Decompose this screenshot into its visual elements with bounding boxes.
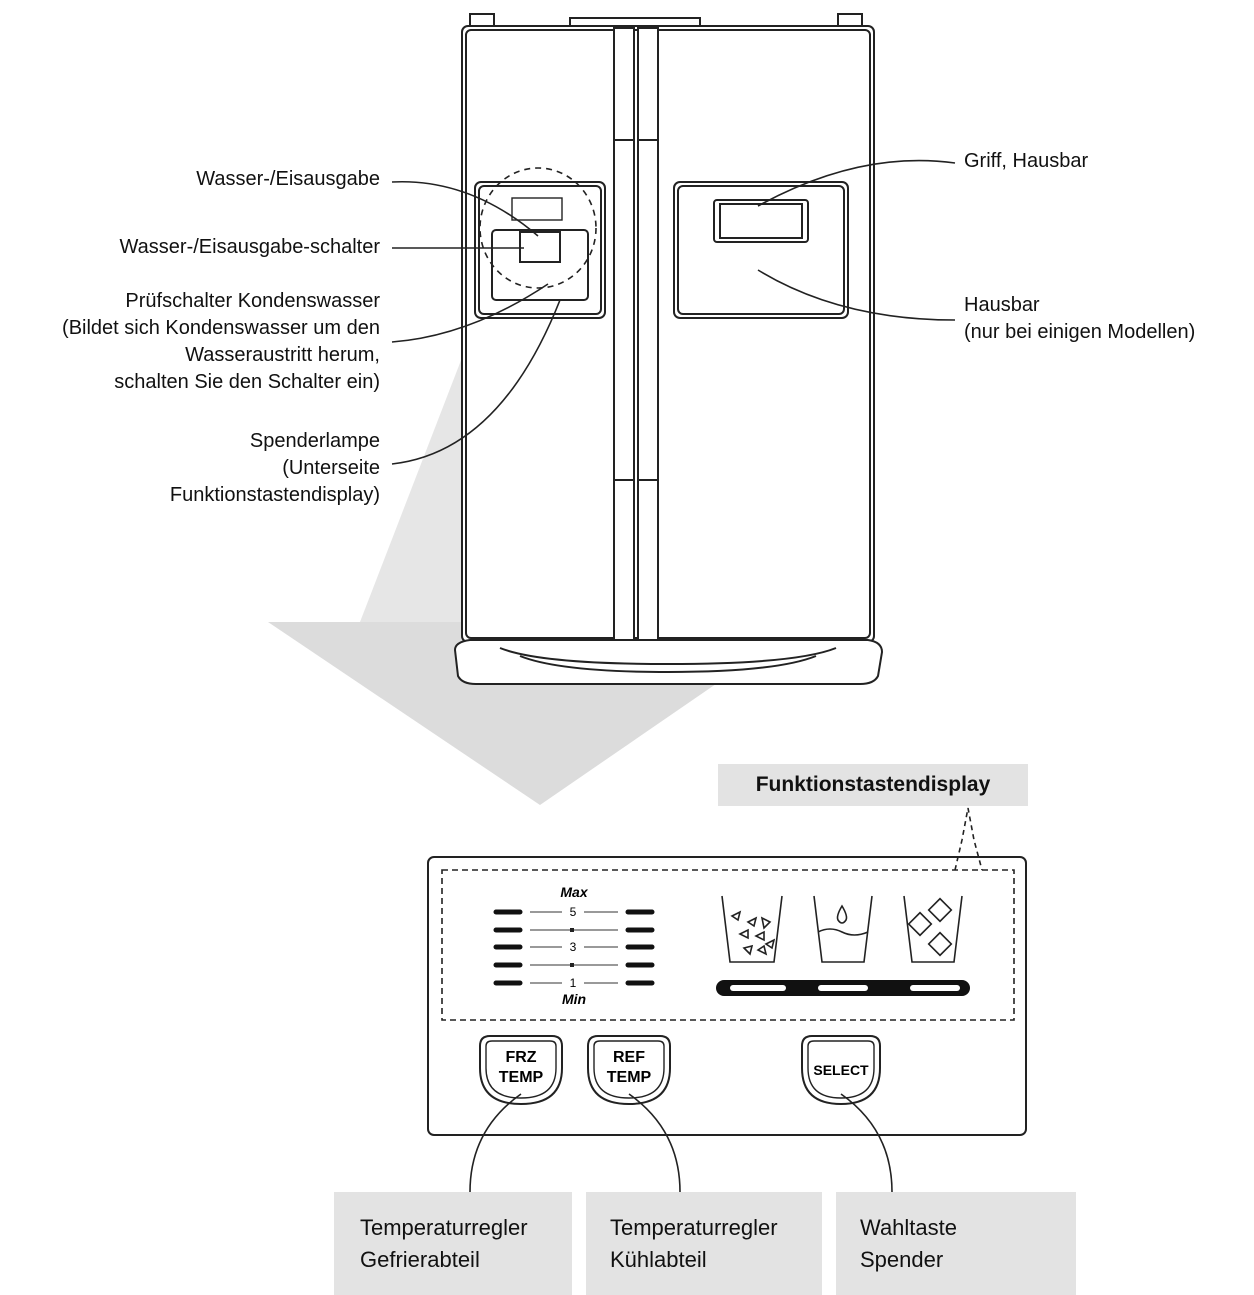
scale-1-label: 1: [570, 976, 577, 990]
dispenser-mode-indicator-bar: [716, 980, 970, 996]
dispenser-label: Wasser-/Eisausgabe: [196, 168, 380, 190]
scale-max-label: Max: [560, 884, 588, 900]
callout-box-freezer: [334, 1192, 572, 1295]
crushed-ice-glass-icon: [721, 895, 783, 963]
scale-3-label: 3: [570, 940, 577, 954]
select-button[interactable]: SELECT: [801, 1035, 881, 1106]
dispenser-lamp-label: Spenderlampe (Unterseite Funktionstasten…: [169, 430, 380, 506]
scale-min-label: Min: [562, 991, 586, 1007]
frz-temp-button-line1: FRZ: [505, 1049, 536, 1066]
condensation-switch-label: Prüfschalter Kondenswasser (Bildet sich …: [62, 290, 380, 393]
callout-box-fridge: [586, 1192, 822, 1295]
frz-temp-button[interactable]: FRZ TEMP: [479, 1035, 563, 1106]
callout-fridge-temp: Temperaturregler Kühlabteil: [610, 1215, 778, 1272]
panel-title: Funktionstastendisplay: [718, 764, 1028, 806]
fridge-leader-lines: [391, 159, 956, 465]
scale-5-label: 5: [570, 905, 577, 919]
refrigerator: [453, 13, 884, 685]
ref-temp-button-line1: REF: [613, 1049, 645, 1066]
cubed-ice-glass-icon: [903, 895, 963, 963]
dispenser-switch-label: Wasser-/Eisausgabe-schalter: [119, 236, 380, 258]
ref-temp-button[interactable]: REF TEMP: [587, 1035, 671, 1106]
callout-select-dispenser: Wahltaste Spender: [860, 1215, 958, 1272]
frz-temp-button-line2: TEMP: [499, 1069, 544, 1086]
handle-label: Griff, Hausbar: [964, 150, 1089, 172]
temperature-scale: Max 5 3 1 Min: [493, 884, 655, 1007]
water-glass-icon: [813, 895, 873, 963]
callout-box-select: [836, 1192, 1076, 1295]
homebar-label: Hausbar (nur bei einigen Modellen): [964, 294, 1196, 343]
select-button-label: SELECT: [813, 1062, 869, 1078]
callout-leader-lines: [469, 1093, 893, 1193]
ref-temp-button-line2: TEMP: [607, 1069, 652, 1086]
callout-freezer-temp: Temperaturregler Gefrierabteil: [360, 1215, 528, 1272]
